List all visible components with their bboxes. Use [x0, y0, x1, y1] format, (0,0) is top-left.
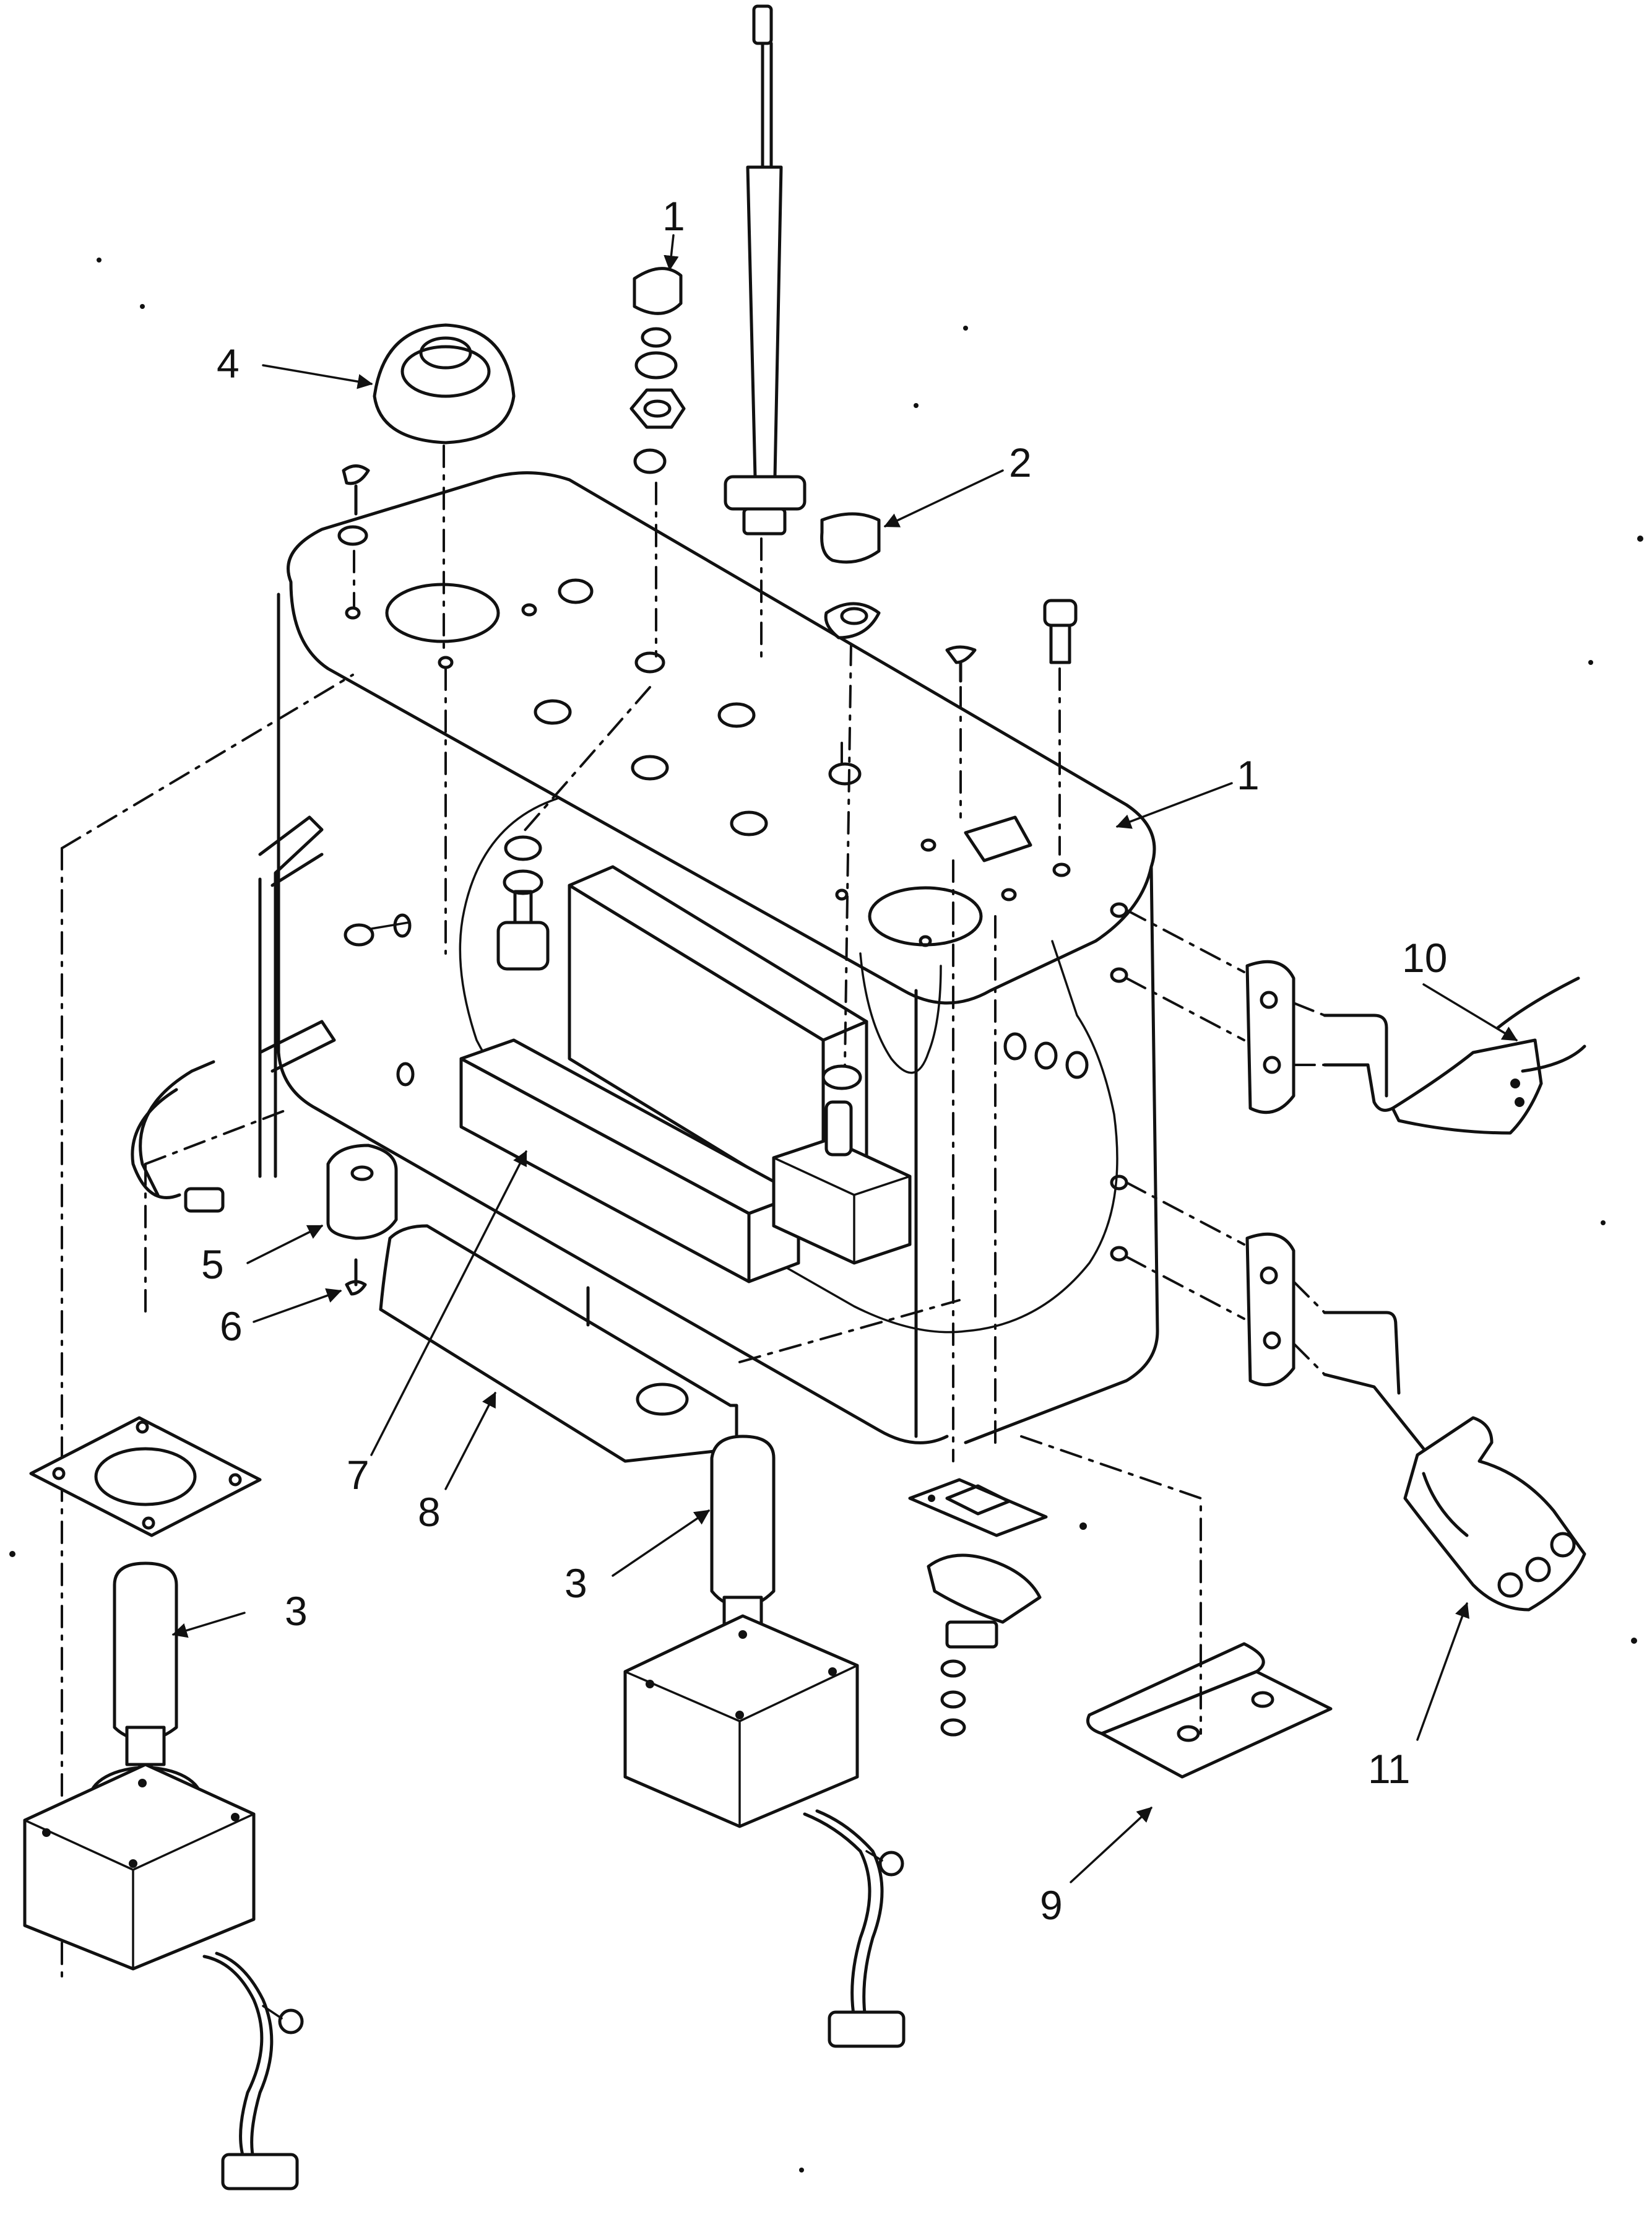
latch-11	[1125, 1181, 1586, 1612]
callout-1-top: 1	[662, 193, 685, 239]
antenna	[724, 4, 807, 664]
top-screws	[945, 599, 1078, 1462]
screw-6	[345, 1258, 367, 1296]
callout-9: 9	[1040, 1882, 1063, 1928]
callout-10: 10	[1402, 935, 1447, 981]
latch-10	[1125, 909, 1586, 1135]
mounting-bracket-9	[1020, 1435, 1333, 1779]
left-wiring-harness	[61, 667, 447, 1982]
toggle-switch	[772, 1064, 912, 1265]
leader-arrows	[171, 234, 1518, 1883]
callout-1-right: 1	[1237, 752, 1260, 798]
left-screw-washer	[337, 464, 370, 608]
callout-8: 8	[418, 1489, 441, 1535]
joystick-boot-4	[373, 323, 516, 658]
switch-cap-and-nut	[820, 512, 881, 1066]
bottom-plate-8	[379, 1224, 961, 1463]
callout-11: 11	[1368, 1746, 1411, 1792]
callout-5: 5	[201, 1241, 224, 1287]
callout-7: 7	[347, 1452, 370, 1498]
callout-3-center: 3	[564, 1560, 587, 1606]
callout-4: 4	[217, 341, 240, 386]
bottom-right-hardware	[908, 1478, 1087, 1737]
joystick-3-left	[23, 1561, 304, 2190]
callout-3-left: 3	[285, 1588, 308, 1634]
callout-2: 2	[1009, 440, 1032, 485]
knob-nut-stack	[519, 267, 686, 837]
rubber-foot-5	[326, 1144, 398, 1240]
joystick-gasket-left	[29, 1416, 262, 1537]
joystick-3-center	[623, 1435, 906, 2048]
scan-specks	[9, 258, 1643, 2173]
callout-6: 6	[220, 1303, 243, 1349]
